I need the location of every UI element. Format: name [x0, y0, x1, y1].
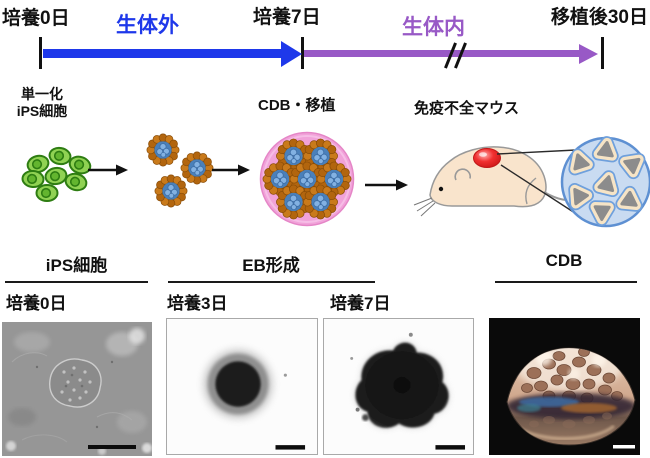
timeline-day7-label: 培養7日 — [253, 7, 321, 28]
timeline-tick-day30 — [601, 37, 604, 69]
scale-bar — [435, 445, 466, 450]
arrow-icon — [212, 164, 250, 176]
invitro-arrowhead-icon — [281, 41, 302, 67]
scale-bar — [613, 445, 635, 449]
ips-colony — [49, 358, 102, 408]
mouse-illustration — [413, 146, 579, 217]
eb-spheroid-day7 — [355, 342, 449, 428]
annotation-ips-cells: iPS細胞 — [16, 103, 68, 119]
process-illustration — [20, 131, 650, 228]
annotation-immunodeficient-mouse: 免疫不全マウス — [414, 100, 520, 117]
annotation-singularized: 単一化 — [21, 86, 63, 102]
arrow-icon — [365, 179, 408, 191]
eb-day7-photo-panel — [323, 318, 474, 455]
ips-cells-cluster — [20, 145, 94, 202]
underline-ips — [5, 281, 148, 283]
timeline-tick-day0 — [39, 37, 42, 69]
timeline-invitro-label: 生体外 — [116, 14, 179, 37]
underline-cdb — [495, 281, 637, 283]
eb-spheres — [146, 133, 214, 208]
timeline-day30-label: 移植後30日 — [550, 7, 648, 28]
arrow-icon — [88, 164, 128, 176]
scale-bar — [275, 445, 306, 450]
invivo-arrow — [304, 50, 579, 57]
panel-day-ips: 培養0日 — [6, 294, 67, 313]
invivo-arrowhead-icon — [579, 44, 598, 64]
cdb-dish — [259, 131, 355, 227]
graft-cross-section — [560, 138, 650, 228]
cdb-photo-panel — [489, 318, 640, 455]
magnifier-lines — [496, 149, 579, 216]
panel-title-ips: iPS細胞 — [45, 256, 108, 275]
invitro-arrow — [43, 49, 281, 58]
mouse-eye — [438, 186, 444, 192]
panel-title-cdb: CDB — [545, 251, 583, 270]
graft-site — [473, 148, 501, 168]
panel-title-eb: EB形成 — [242, 256, 300, 275]
panel-day-eb3: 培養3日 — [167, 294, 228, 313]
timeline-day0-label: 培養0日 — [2, 8, 70, 29]
timeline-invivo-label: 生体内 — [402, 16, 465, 39]
scale-bar — [88, 445, 136, 449]
panel-day-eb7: 培養7日 — [330, 294, 391, 313]
ips-photo-panel — [2, 322, 152, 456]
underline-eb — [168, 281, 375, 283]
annotation-cdb-transplant: CDB・移植 — [258, 97, 336, 114]
eb-day3-photo-panel — [166, 318, 318, 455]
timeline-tick-day7 — [301, 37, 304, 69]
